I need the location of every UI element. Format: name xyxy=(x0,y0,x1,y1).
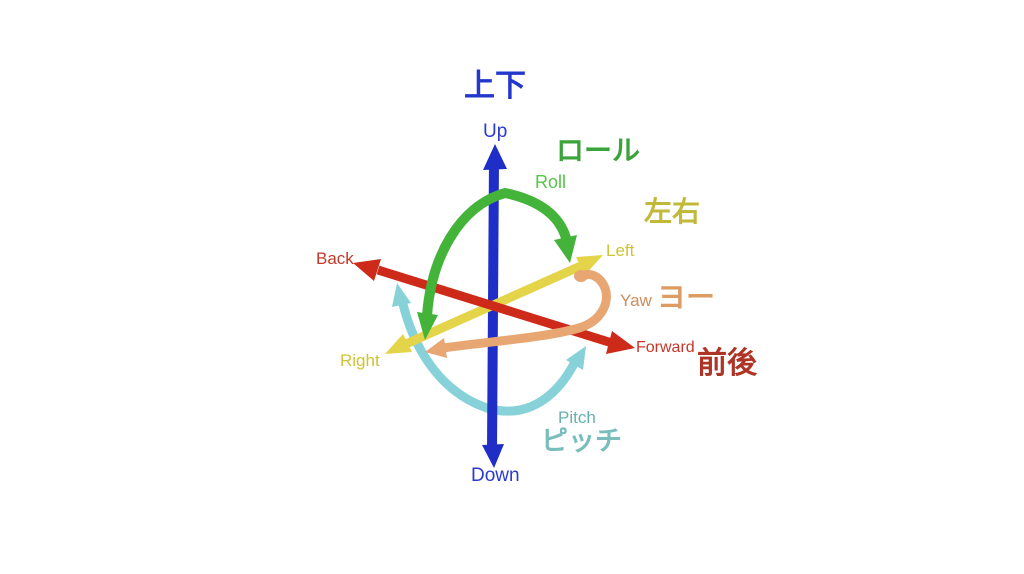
label-back: Back xyxy=(316,249,354,268)
jp-label-updown: 上下 xyxy=(464,68,526,103)
label-left: Left xyxy=(606,241,635,260)
jp-label-pitch: ピッチ xyxy=(541,426,622,456)
label-right: Right xyxy=(340,351,380,370)
up-arrowhead-icon xyxy=(483,144,507,170)
label-up: Up xyxy=(483,121,508,142)
left-arrowhead-icon xyxy=(576,255,603,275)
yaw-rotation-arrow xyxy=(438,270,611,353)
label-down: Down xyxy=(471,465,520,486)
roll-arrowhead-left-icon xyxy=(417,312,438,340)
roll-arrowhead-right-icon xyxy=(554,235,577,263)
forward-arrowhead-icon xyxy=(606,331,635,354)
label-yaw: Yaw xyxy=(620,291,652,310)
jp-label-leftright: 左右 xyxy=(644,196,701,227)
yaw-arrow-endcap-icon xyxy=(574,270,588,282)
back-arrowhead-icon xyxy=(353,259,381,281)
jp-label-roll: ロール xyxy=(556,135,641,166)
pitch-arrowhead-right-icon xyxy=(566,346,586,370)
yaw-arrowhead-left-icon xyxy=(425,338,447,358)
roll-rotation-arrow xyxy=(422,187,571,321)
label-forward: Forward xyxy=(636,339,695,356)
label-pitch: Pitch xyxy=(558,408,596,427)
label-roll: Roll xyxy=(535,172,567,192)
pitch-arrowhead-left-icon xyxy=(392,283,411,307)
jp-label-yaw: ヨー xyxy=(657,282,716,314)
jp-label-frontback: 前後 xyxy=(697,347,757,380)
down-arrowhead-icon xyxy=(482,444,504,468)
right-arrowhead-icon xyxy=(385,334,412,354)
